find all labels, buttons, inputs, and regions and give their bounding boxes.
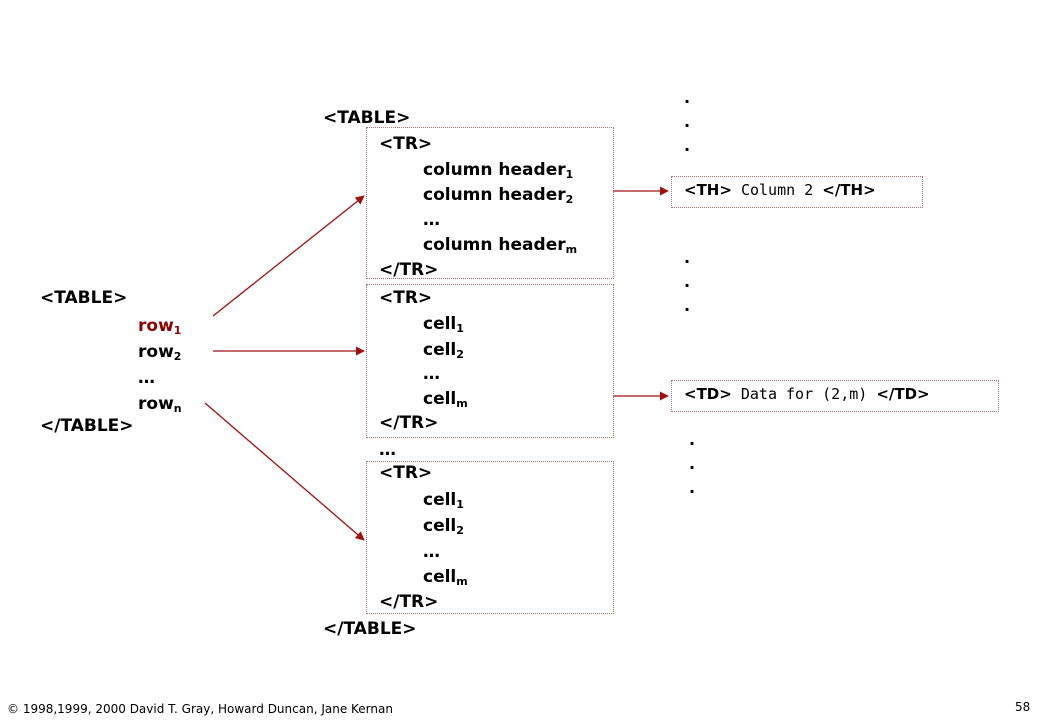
- outer-row-2: row2: [138, 342, 182, 363]
- outer-row-1: row1: [138, 316, 182, 337]
- cell-m: cellm: [423, 389, 468, 410]
- td-text: Data for (2,m): [740, 385, 868, 403]
- last-tr-open: <TR>: [379, 463, 433, 483]
- th-close-tag: </TH>: [822, 181, 876, 199]
- td-open-tag: <TD>: [684, 385, 732, 403]
- cell-1: cell1: [423, 314, 464, 335]
- dot: .: [689, 430, 696, 449]
- dot: .: [689, 454, 696, 473]
- td-close-tag: </TD>: [876, 385, 930, 403]
- inner-table-open: <TABLE>: [323, 108, 411, 128]
- arrow-rown-to-last-tr: [204, 402, 365, 541]
- last-cell-2: cell2: [423, 516, 464, 537]
- dot: .: [684, 272, 691, 291]
- rows-ellipsis: …: [379, 440, 396, 460]
- dot: .: [684, 248, 691, 267]
- cell-tr-close: </TR>: [379, 413, 439, 433]
- dot: .: [689, 478, 696, 497]
- outer-row-ellipsis: …: [138, 368, 155, 388]
- outer-table-open: <TABLE>: [40, 288, 128, 308]
- th-detail-box: <TH> Column 2 </TH>: [671, 176, 923, 208]
- td-detail-box: <TD> Data for (2,m) </TD>: [671, 380, 999, 412]
- cell-ellipsis: …: [423, 364, 440, 384]
- dot: .: [684, 88, 691, 107]
- cell-tr-box: [366, 284, 614, 438]
- header-tr-open: <TR>: [379, 134, 433, 154]
- header-tr-box: [366, 127, 614, 279]
- cell-2: cell2: [423, 340, 464, 361]
- outer-row-n: rown: [138, 394, 182, 415]
- last-cell-ellipsis: …: [423, 542, 440, 562]
- cell-tr-open: <TR>: [379, 288, 433, 308]
- th-text: Column 2: [740, 181, 814, 199]
- outer-table-close: </TABLE>: [40, 416, 134, 436]
- last-tr-close: </TR>: [379, 592, 439, 612]
- last-cell-m: cellm: [423, 567, 468, 588]
- last-tr-box: [366, 461, 614, 614]
- dot: .: [684, 136, 691, 155]
- column-header-m: column headerm: [423, 235, 578, 256]
- inner-table-close: </TABLE>: [323, 619, 417, 639]
- page-number: 58: [1015, 700, 1031, 714]
- copyright: © 1998,1999, 2000 David T. Gray, Howard …: [7, 702, 393, 716]
- column-header-2: column header2: [423, 185, 574, 206]
- column-header-1: column header1: [423, 160, 574, 181]
- dot: .: [684, 296, 691, 315]
- column-header-ellipsis: …: [423, 210, 440, 230]
- header-tr-close: </TR>: [379, 260, 439, 280]
- last-cell-1: cell1: [423, 490, 464, 511]
- dot: .: [684, 112, 691, 131]
- th-open-tag: <TH>: [684, 181, 732, 199]
- arrow-row1-to-header-tr: [212, 195, 365, 317]
